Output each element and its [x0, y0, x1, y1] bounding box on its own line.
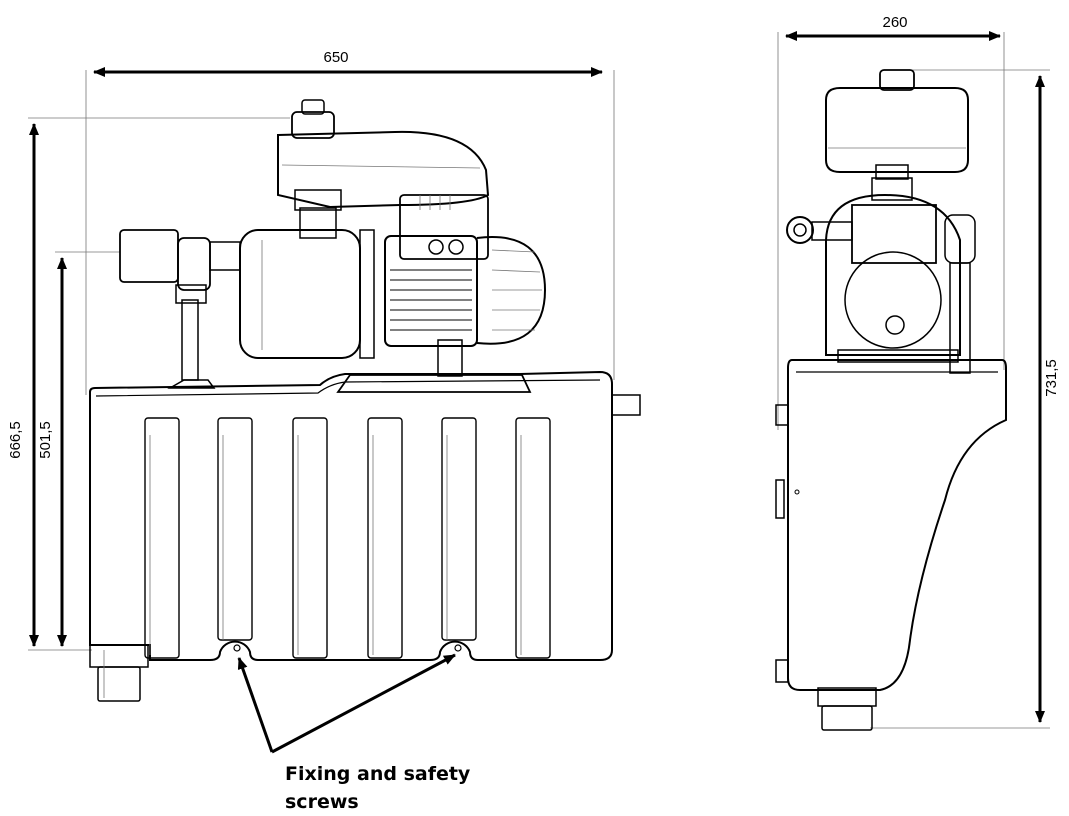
- tank-side: [775, 359, 1007, 731]
- side-view: 260 731,5: [775, 14, 1060, 731]
- pump-base: [336, 374, 532, 393]
- front-view: 650 666,5 501,5: [7, 49, 641, 702]
- pump-body: [239, 229, 375, 359]
- pump-side: [786, 193, 976, 374]
- callout-line-1: Fixing and safety: [285, 763, 471, 785]
- screw-callout-label: Fixing and safety screws: [285, 760, 545, 816]
- tank-ribs: [144, 417, 551, 659]
- fixing-screw-left: [233, 644, 241, 652]
- front-width-label: 650: [323, 49, 348, 66]
- front-inlet-height-label: 501,5: [37, 421, 54, 459]
- inlet-pipe: [119, 229, 241, 389]
- drain-fitting: [89, 644, 149, 702]
- side-width-label: 260: [882, 14, 907, 31]
- side-total-height-label: 731,5: [1043, 359, 1060, 397]
- tank: [89, 370, 641, 702]
- callout-line-2: screws: [285, 791, 359, 813]
- screw-callout-arrows: [237, 653, 456, 754]
- front-total-height-label: 666,5: [7, 421, 24, 459]
- fixing-screw-right: [454, 644, 462, 652]
- pressure-controller-side: [825, 69, 969, 201]
- motor: [384, 194, 547, 347]
- pressure-controller: [277, 99, 490, 239]
